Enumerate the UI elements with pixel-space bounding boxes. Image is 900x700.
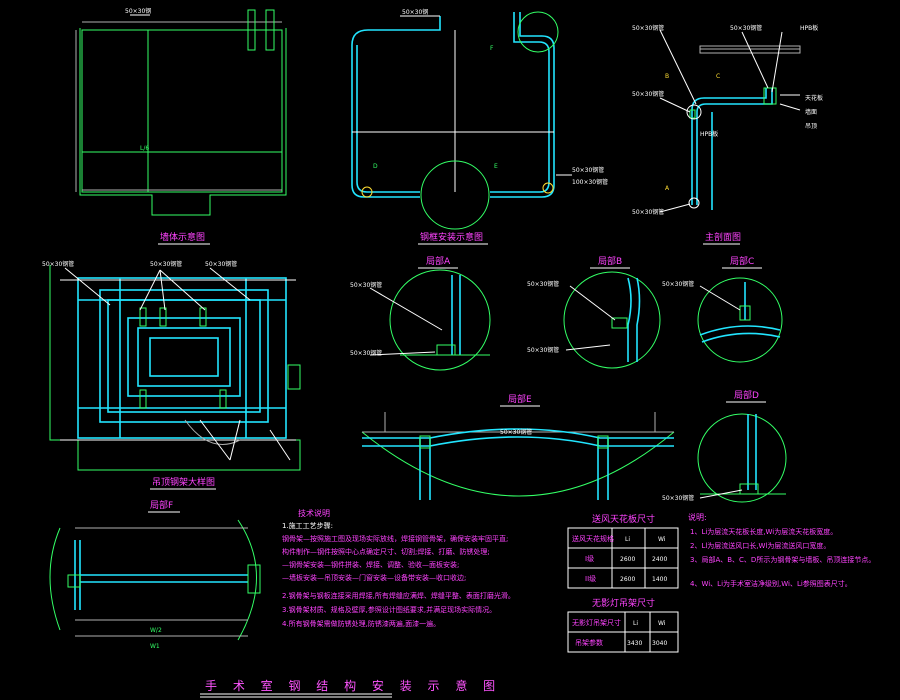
- legend-line-2: 3、局部A、B、C、D所示为钢骨架与墙板、吊顶连接节点。: [690, 555, 875, 564]
- wall-schematic-view: 50×30钢 L/6 墙体示意图: [75, 7, 287, 245]
- ceiling-label-0: 50×30钢管: [42, 260, 74, 268]
- ceiling-view-title: 吊顶钢架大样图: [152, 476, 215, 488]
- table1-r1c2: 1400: [652, 576, 667, 583]
- steel-label-e: E: [494, 163, 498, 170]
- section-label-ceiling: 天花板: [805, 94, 823, 102]
- wall-top-label: 50×30钢: [125, 7, 151, 15]
- detail-b-label-0: 50×30钢管: [527, 280, 559, 288]
- table1-h2: Wi: [658, 536, 666, 543]
- detail-e: 50×30钢管 局部E: [361, 393, 675, 500]
- table1-r1c1: 2600: [620, 576, 635, 583]
- table2-r0c0: 吊架参数: [575, 638, 603, 647]
- svg-text:W/2: W/2: [150, 627, 162, 634]
- detail-b: 50×30钢管 50×30钢管 局部B: [527, 255, 661, 369]
- detail-a-title: 局部A: [426, 255, 451, 267]
- detail-d: 50×30钢管 局部D: [662, 389, 787, 503]
- lamp-size-table: 无影灯吊架尺寸 无影灯吊架尺寸 Li Wi 吊架参数 3430 3040: [567, 597, 679, 653]
- detail-e-title: 局部E: [508, 393, 532, 405]
- table2-r0c2: 3040: [652, 640, 667, 647]
- table2-h1: Li: [633, 620, 638, 627]
- section-label-a: A: [665, 185, 670, 192]
- detail-b-title: 局部B: [598, 255, 622, 267]
- legend-notes: 说明: 1、Li为层流天花板长度,Wi为层流天花板宽度。 2、Ll为层流送风口长…: [688, 512, 875, 588]
- drawing-title: 手 术 室 钢 结 构 安 装 示 意 图: [205, 678, 501, 693]
- steel-side-label-2: 100×30钢管: [572, 178, 608, 186]
- table1-title: 送风天花板尺寸: [592, 513, 655, 525]
- notes-title: 技术说明: [298, 508, 330, 518]
- section-label-wall: 墙面: [805, 108, 817, 116]
- detail-f-title: 局部F: [150, 499, 173, 511]
- steel-label-d: D: [373, 163, 378, 170]
- section-label-1: 50×30钢管: [632, 90, 664, 98]
- table1-r0c0: I级: [585, 554, 594, 563]
- section-label-hpb: HPB板: [700, 130, 718, 138]
- wall-view-title: 墙体示意图: [160, 231, 205, 243]
- detail-e-label: 50×30钢管: [500, 428, 532, 436]
- ceiling-label-1: 50×30钢管: [150, 260, 182, 268]
- legend-title: 说明:: [688, 512, 707, 522]
- detail-c-title: 局部C: [730, 255, 754, 267]
- section-label-3: 50×30钢管: [730, 24, 762, 32]
- main-section-view: 50×30钢管 50×30钢管 HPB板 50×30钢管 50×30钢管 B C…: [632, 24, 823, 245]
- section-label-2: HPB板: [800, 24, 818, 32]
- detail-a: 50×30钢管 50×30钢管 局部A: [350, 255, 491, 371]
- detail-c-label-0: 50×30钢管: [662, 280, 694, 288]
- detail-c: 50×30钢管 局部C: [662, 255, 783, 363]
- table1-r0c1: 2600: [620, 556, 635, 563]
- detail-a-label-0: 50×30钢管: [350, 281, 382, 289]
- steel-label-f: F: [490, 45, 494, 52]
- section-label-suspended: 吊顶: [805, 123, 817, 130]
- table2-h0: 无影灯吊架尺寸: [572, 618, 621, 627]
- legend-line-1: 2、Ll为层流送风口长,Wl为层流送风口宽度。: [690, 541, 830, 550]
- section-label-bottom: 50×30钢管: [632, 208, 664, 216]
- svg-text:50×30钢: 50×30钢: [402, 8, 428, 16]
- notes-line-4: —墙板安装—吊顶安装—门窗安装—设备带安装—收口收边;: [282, 573, 466, 582]
- svg-text:W1: W1: [150, 643, 160, 650]
- detail-d-title: 局部D: [734, 389, 759, 401]
- notes-line-5: 2.钢骨架与钢板连接采用焊接,所有焊缝应满焊、焊缝平整、表面打磨光滑。: [282, 591, 515, 600]
- section-label-b: B: [665, 73, 669, 80]
- technical-notes: 技术说明 1.施工工艺步骤: 钢骨架—按照施工图及现场实际放线，焊接钢管骨架，确…: [282, 508, 515, 628]
- notes-line-3: —钢骨架安装—钢件拼装、焊接、调整、验收—面板安装;: [282, 560, 459, 569]
- detail-a-label-1: 50×30钢管: [350, 349, 382, 357]
- section-view-title: 主剖面图: [705, 231, 741, 243]
- notes-line-0: 1.施工工艺步骤:: [282, 521, 333, 530]
- ceiling-size-table: 送风天花板尺寸 送风天花规格 Li Wi I级 2600 2400 II级 26…: [567, 513, 679, 589]
- notes-line-2: 构件制作—钢件按照中心点确定尺寸、切割;焊接、打磨、防锈处理;: [282, 547, 490, 556]
- steel-frame-view: 50×30钢 F D E 50×30钢管 100×30钢管 钢框安装示意图: [351, 8, 608, 245]
- ceiling-label-2: 50×30钢管: [205, 260, 237, 268]
- notes-line-1: 钢骨架—按照施工图及现场实际放线，焊接钢管骨架，确保安装牢固平直;: [282, 534, 508, 543]
- table2-h2: Wi: [658, 620, 666, 627]
- table1-r1c0: II级: [585, 574, 596, 583]
- notes-line-7: 4.所有钢骨架需做防锈处理,防锈漆两遍,面漆一遍。: [282, 619, 440, 628]
- table1-h0: 送风天花规格: [572, 534, 614, 543]
- legend-line-0: 1、Li为层流天花板长度,Wi为层流天花板宽度。: [690, 527, 837, 536]
- notes-line-6: 3.钢骨架材质、规格及壁厚,参照设计图纸要求,并满足现场实际情况。: [282, 605, 496, 614]
- table1-r0c2: 2400: [652, 556, 667, 563]
- detail-f: W/2 W1 局部F: [49, 499, 261, 650]
- section-label-0: 50×30钢管: [632, 24, 664, 32]
- detail-b-label-1: 50×30钢管: [527, 346, 559, 354]
- steel-side-label: 50×30钢管: [572, 166, 604, 174]
- steel-view-title: 钢框安装示意图: [420, 231, 483, 243]
- section-label-c: C: [716, 73, 720, 80]
- svg-text:L/6: L/6: [140, 145, 149, 152]
- ceiling-frame-view: 50×30钢管 50×30钢管 50×30钢管 吊顶钢架大样图: [42, 260, 301, 490]
- legend-line-3: 4、Wi、Li为手术室洁净级别,Wi、Li参照图表尺寸。: [690, 579, 852, 588]
- table1-h1: Li: [625, 536, 630, 543]
- drawing-title-block: 手 术 室 钢 结 构 安 装 示 意 图: [200, 678, 501, 698]
- table2-title: 无影灯吊架尺寸: [592, 597, 655, 609]
- table2-r0c1: 3430: [627, 640, 642, 647]
- detail-d-label: 50×30钢管: [662, 494, 694, 502]
